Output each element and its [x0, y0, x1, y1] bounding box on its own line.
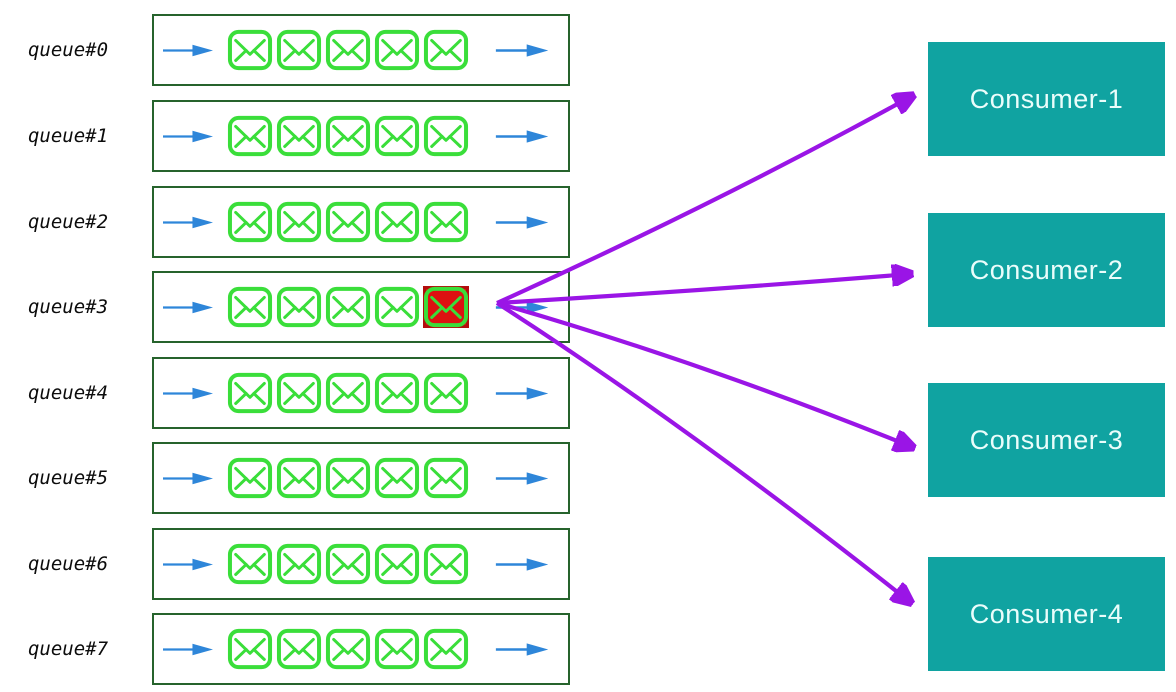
queue-row-4: queue#4	[0, 357, 575, 429]
message-icon	[276, 286, 322, 328]
queue-label: queue#2	[27, 211, 109, 233]
queue-label: queue#0	[27, 39, 109, 61]
message-icon	[374, 29, 420, 71]
message-icon	[325, 201, 371, 243]
message-icon	[423, 115, 469, 157]
queue-box	[152, 613, 570, 685]
message-icon	[423, 457, 469, 499]
message-icon	[227, 543, 273, 585]
enqueue-arrow-icon	[163, 557, 213, 572]
enqueue-arrow-icon	[163, 300, 213, 315]
consumer-box-2: Consumer-2	[928, 213, 1165, 327]
queue-row-7: queue#7	[0, 613, 575, 685]
enqueue-arrow-icon	[163, 129, 213, 144]
queue-box	[152, 357, 570, 429]
message-icon	[325, 543, 371, 585]
consumer-label: Consumer-2	[969, 254, 1124, 285]
message-strip	[227, 201, 469, 243]
message-strip	[227, 115, 469, 157]
message-icon	[276, 543, 322, 585]
message-icon	[374, 543, 420, 585]
message-icon	[276, 201, 322, 243]
queue-box	[152, 14, 570, 86]
message-icon	[276, 628, 322, 670]
enqueue-arrow-icon	[163, 43, 213, 58]
consumer-label: Consumer-4	[969, 598, 1124, 629]
message-icon	[325, 286, 371, 328]
message-strip	[227, 457, 469, 499]
message-icon	[227, 29, 273, 71]
dequeue-arrow-icon	[495, 300, 549, 315]
queue-row-1: queue#1	[0, 100, 575, 172]
message-icon	[227, 201, 273, 243]
dequeue-arrow-icon	[495, 642, 549, 657]
message-icon	[374, 115, 420, 157]
message-icon	[227, 115, 273, 157]
message-icon-highlighted	[423, 286, 469, 328]
queue-row-6: queue#6	[0, 528, 575, 600]
queue-row-5: queue#5	[0, 442, 575, 514]
message-icon	[227, 286, 273, 328]
queue-label: queue#3	[27, 296, 109, 318]
queue-label: queue#6	[27, 553, 109, 575]
message-icon	[227, 457, 273, 499]
message-icon	[276, 457, 322, 499]
message-icon	[374, 372, 420, 414]
enqueue-arrow-icon	[163, 642, 213, 657]
message-strip	[227, 286, 469, 328]
message-icon	[374, 286, 420, 328]
message-icon	[276, 115, 322, 157]
queue-box	[152, 528, 570, 600]
message-icon	[276, 372, 322, 414]
queue-box	[152, 271, 570, 343]
consumer-box-4: Consumer-4	[928, 557, 1165, 671]
consumer-label: Consumer-3	[969, 424, 1124, 455]
dequeue-arrow-icon	[495, 386, 549, 401]
queue-label: queue#5	[27, 467, 109, 489]
queue-box	[152, 186, 570, 258]
queue-label: queue#1	[27, 125, 109, 147]
dequeue-arrow-icon	[495, 129, 549, 144]
dequeue-arrow-icon	[495, 43, 549, 58]
dequeue-arrow-icon	[495, 557, 549, 572]
consumer-box-1: Consumer-1	[928, 42, 1165, 156]
queue-label: queue#7	[27, 638, 109, 660]
queue-row-2: queue#2	[0, 186, 575, 258]
message-icon	[325, 628, 371, 670]
message-strip	[227, 628, 469, 670]
queue-row-3: queue#3	[0, 271, 575, 343]
message-icon	[423, 543, 469, 585]
queue-box	[152, 442, 570, 514]
queue-box	[152, 100, 570, 172]
message-icon	[325, 457, 371, 499]
message-icon	[325, 29, 371, 71]
message-strip	[227, 29, 469, 71]
queue-row-0: queue#0	[0, 14, 575, 86]
message-strip	[227, 372, 469, 414]
message-icon	[423, 372, 469, 414]
enqueue-arrow-icon	[163, 215, 213, 230]
dequeue-arrow-icon	[495, 215, 549, 230]
dequeue-arrow-icon	[495, 471, 549, 486]
message-icon	[325, 115, 371, 157]
message-icon	[227, 372, 273, 414]
message-icon	[423, 628, 469, 670]
message-icon	[374, 457, 420, 499]
message-icon	[227, 628, 273, 670]
consumer-box-3: Consumer-3	[928, 383, 1165, 497]
consumer-label: Consumer-1	[969, 83, 1124, 114]
message-icon	[423, 201, 469, 243]
message-icon	[374, 201, 420, 243]
message-icon	[276, 29, 322, 71]
enqueue-arrow-icon	[163, 386, 213, 401]
message-strip	[227, 543, 469, 585]
enqueue-arrow-icon	[163, 471, 213, 486]
queue-label: queue#4	[27, 382, 109, 404]
message-icon	[423, 29, 469, 71]
message-icon	[374, 628, 420, 670]
message-icon	[325, 372, 371, 414]
